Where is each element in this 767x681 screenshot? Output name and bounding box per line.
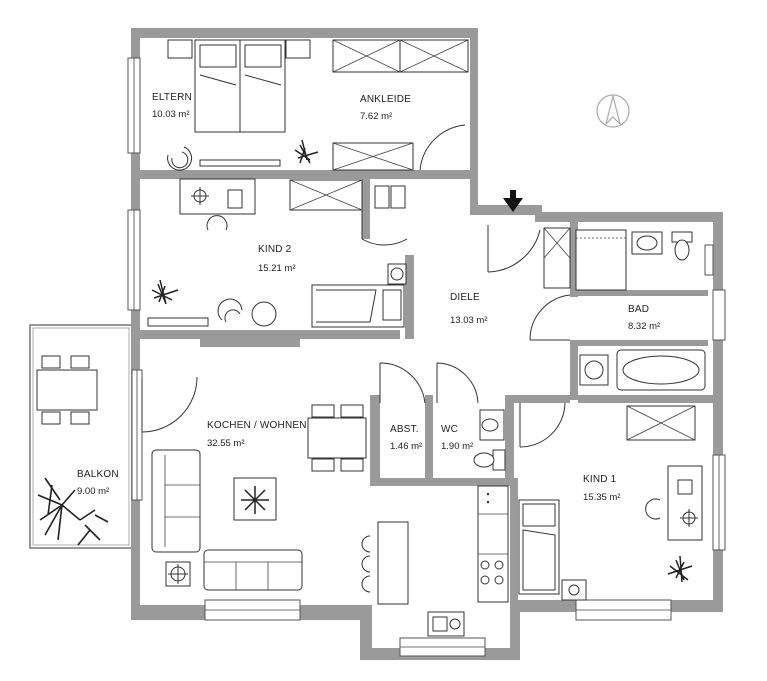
- sofa: [151, 449, 201, 553]
- plant-icon: [667, 555, 693, 583]
- room-area-kind1: 15.35 m²: [583, 492, 621, 503]
- room-diele: DIELE 13.03 m²: [450, 190, 571, 448]
- door-swing: [419, 124, 466, 171]
- room-area-ankleide: 7.62 m²: [360, 111, 392, 122]
- room-label-eltern: ELTERN: [152, 92, 192, 103]
- room-label-kind1: KIND 1: [583, 474, 617, 485]
- room-area-kochen: 32.55 m²: [207, 438, 245, 449]
- room-wc: WC 1.90 m²: [436, 362, 506, 471]
- walls: [131, 28, 723, 660]
- room-label-diele: DIELE: [450, 292, 480, 303]
- room-eltern: ELTERN 10.03 m²: [152, 39, 319, 171]
- washbasin-icon: [481, 418, 499, 432]
- balcony-table: [36, 369, 98, 411]
- room-area-abst: 1.46 m²: [390, 441, 422, 452]
- shower: [575, 229, 627, 291]
- room-bad: BAD 8.32 m²: [543, 227, 706, 391]
- room-area-diele: 13.03 m²: [450, 315, 488, 326]
- balcony: [29, 324, 133, 549]
- room-label-wc: WC: [441, 424, 458, 435]
- kitchen-island: [377, 521, 409, 605]
- room-area-wc: 1.90 m²: [441, 441, 473, 452]
- kitchen-counter: [477, 485, 509, 603]
- plant-icon: [151, 279, 179, 305]
- door-swing: [141, 376, 198, 433]
- plant-icon: [241, 486, 269, 514]
- room-label-abst: ABST.: [390, 424, 419, 435]
- room-kind1: KIND 1 15.35 m²: [518, 405, 703, 601]
- entrance-arrow-icon: [503, 190, 523, 212]
- windows: [127, 57, 726, 657]
- entrance-door: [487, 225, 541, 273]
- room-label-bad: BAD: [628, 304, 649, 315]
- dining-table: [307, 417, 367, 459]
- toilet-icon: [473, 452, 495, 468]
- north-arrow-icon: [596, 94, 630, 128]
- toilet-icon: [674, 239, 690, 261]
- shelf: [543, 227, 571, 289]
- room-ankleide: ANKLEIDE 7.62 m²: [332, 39, 469, 171]
- desk: [667, 465, 703, 541]
- room-kochen-wohnen: KOCHEN / WOHNEN 32.55 m²: [141, 376, 509, 637]
- chair-icon: [167, 146, 193, 171]
- washbasin-icon: [636, 235, 658, 251]
- room-label-ankleide: ANKLEIDE: [360, 94, 411, 105]
- room-kind2: KIND 2 15.21 m²: [147, 178, 408, 328]
- room-label-kochen: KOCHEN / WOHNEN: [207, 420, 307, 431]
- room-area-bad: 8.32 m²: [628, 321, 660, 332]
- plant-icon: [37, 477, 109, 546]
- room-area-balkon: 9.00 m²: [77, 486, 109, 497]
- room-area-eltern: 10.03 m²: [152, 109, 190, 120]
- room-abst: ABST. 1.46 m²: [379, 362, 426, 452]
- plant-icon: [294, 139, 319, 164]
- room-label-balkon: BALKON: [77, 469, 119, 480]
- sofa: [203, 549, 303, 591]
- room-label-kind2: KIND 2: [258, 244, 292, 255]
- room-area-kind2: 15.21 m²: [258, 263, 296, 274]
